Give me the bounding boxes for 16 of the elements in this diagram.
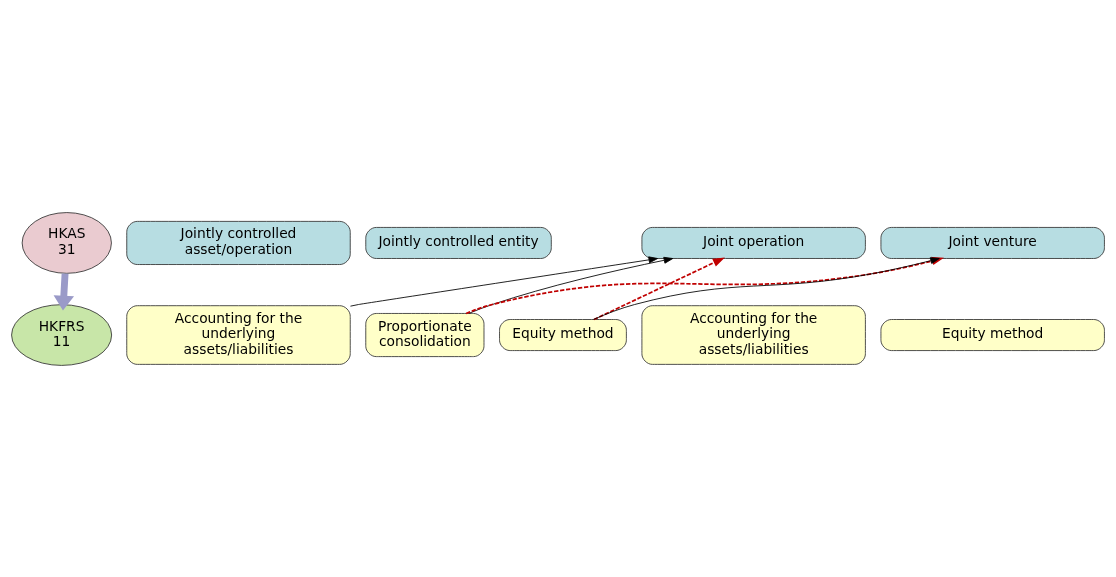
node-box: Equity method [880, 318, 1105, 351]
node-box: Joint operation [641, 226, 866, 259]
node-box: Jointly controlled asset/operation [126, 220, 351, 265]
node-box: Proportionate consolidation [365, 312, 485, 357]
arrow [593, 256, 940, 320]
arrow [53, 272, 75, 310]
node-box: Equity method [499, 318, 627, 351]
node-box: Jointly controlled entity [365, 226, 552, 259]
arrow [593, 256, 725, 320]
node-ellipse: HKFRS 11 [11, 303, 113, 366]
arrow [468, 256, 674, 314]
node-box: Accounting for the underlying assets/liabilities [641, 304, 866, 365]
arrow [350, 255, 659, 307]
node-box: Joint venture [880, 226, 1105, 259]
node-ellipse: HKAS 31 [21, 211, 112, 274]
node-box: Accounting for the underlying assets/liabilities [126, 304, 351, 365]
